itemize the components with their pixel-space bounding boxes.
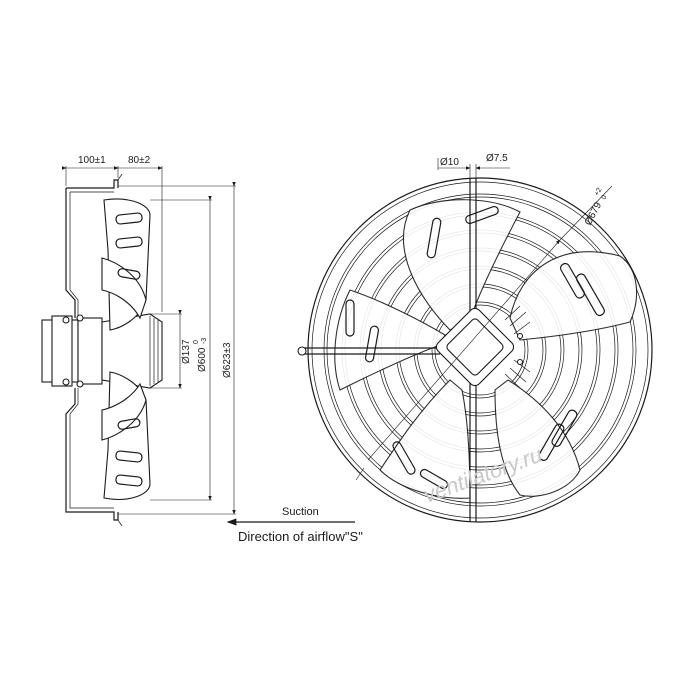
dim-bolt-tol-upper: +2 bbox=[593, 187, 603, 197]
hub-square bbox=[435, 305, 531, 389]
fan-blades bbox=[334, 199, 638, 499]
guard-inner-line bbox=[69, 191, 114, 509]
dim-guard-dia: Ø623±3 bbox=[222, 342, 233, 378]
suction-label: Suction bbox=[282, 506, 319, 518]
dim-blade-tol-lower: -3 bbox=[201, 338, 208, 344]
dim-blade-tol-upper: 0 bbox=[193, 340, 200, 344]
dim-bolt-tol-lower: 0 bbox=[601, 194, 609, 201]
blade-slots bbox=[345, 205, 605, 490]
dim-hub: Ø137 bbox=[181, 339, 192, 364]
airflow-legend: Suction Direction of airflow"S" bbox=[226, 506, 363, 544]
dim-overhang: 100±1 bbox=[78, 155, 106, 166]
dim-hole-large: Ø10 bbox=[440, 157, 459, 168]
dim-bolt-circle: Ø679 bbox=[583, 200, 604, 227]
side-view: 100±1 80±2 Ø137 Ø600 0 -3 Ø623±3 bbox=[41, 155, 236, 527]
dim-depth: 80±2 bbox=[128, 155, 151, 166]
diagonal-centerline bbox=[367, 239, 561, 461]
dim-hole-small: Ø7.5 bbox=[486, 153, 508, 164]
guard-outline bbox=[65, 179, 119, 521]
front-view: Ø10 Ø7.5 Ø679 +2 0 ventilatory.ru bbox=[297, 153, 653, 523]
dim-blade-dia: Ø600 bbox=[197, 347, 208, 372]
direction-label: Direction of airflow"S" bbox=[238, 529, 363, 544]
guard-ring bbox=[307, 177, 653, 523]
